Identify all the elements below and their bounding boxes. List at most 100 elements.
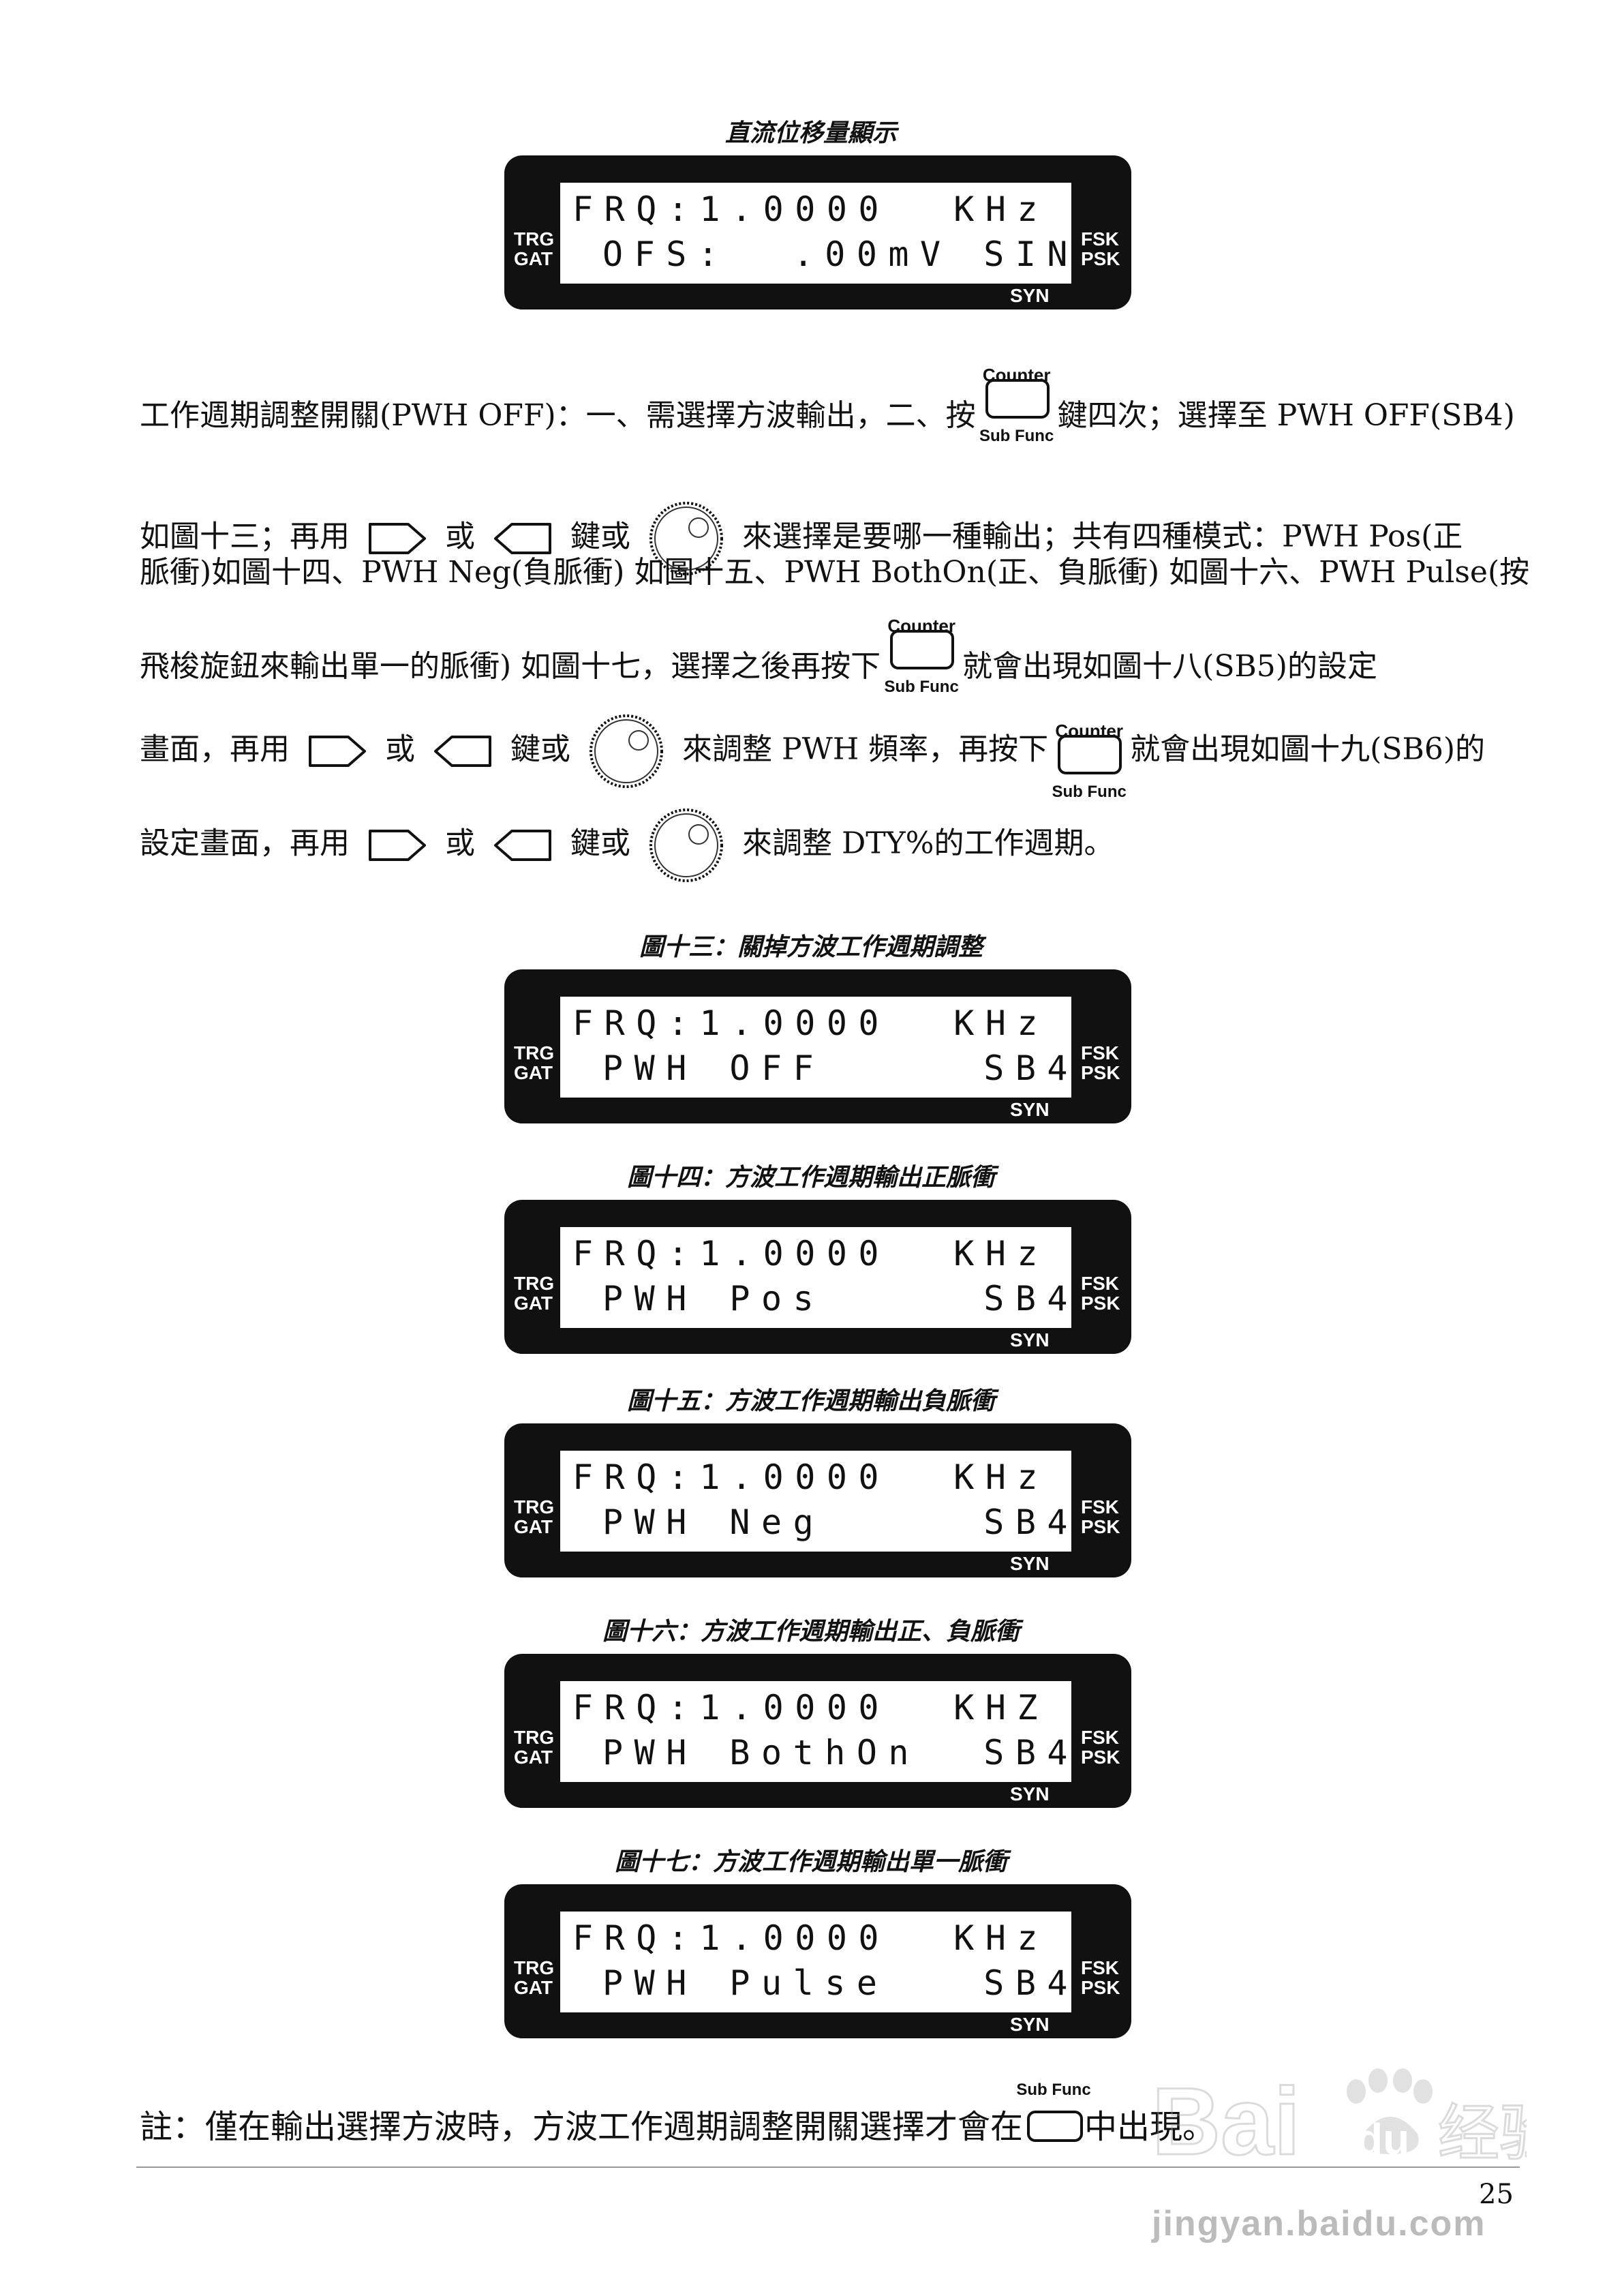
key-bottom-label: Sub Func bbox=[1052, 783, 1127, 801]
text-span: 鍵或 bbox=[570, 826, 630, 861]
baidu-watermark-logo-icon: Bai du 经验 bbox=[1151, 2067, 1527, 2176]
page-number: 25 bbox=[1479, 2179, 1514, 2210]
left-arrow-key-icon bbox=[494, 830, 551, 861]
text-span: 鍵或 bbox=[510, 731, 570, 767]
lcd-line-1: FRQ:1.0000 KHz bbox=[572, 1234, 1050, 1273]
paragraph-line-2: 如圖十三；再用 或 鍵或 來選擇是要哪一種輸出；共有四種模式：PWH Pos(正 bbox=[140, 498, 1503, 579]
left-arrow-key-icon bbox=[494, 523, 551, 554]
lcd-line-1: FRQ:1.0000 KHz bbox=[572, 190, 1050, 229]
text-span: 或 bbox=[445, 826, 475, 861]
fsk-psk-label: FSK PSK bbox=[1081, 1042, 1120, 1083]
caption-fig17: 圖十七：方波工作週期輸出單一脈衝 bbox=[614, 1848, 1007, 1876]
trg-gat-label: TRG GAT bbox=[514, 1957, 555, 1998]
right-arrow-key-icon bbox=[369, 523, 426, 554]
fsk-psk-label: FSK PSK bbox=[1081, 1273, 1120, 1314]
key-bottom-label: Sub Func bbox=[884, 678, 959, 696]
text-span: 畫面，再用 bbox=[140, 731, 290, 767]
trg-gat-label: TRG GAT bbox=[514, 1727, 555, 1768]
text-span: 設定畫面，再用 bbox=[140, 826, 350, 861]
caption-fig16: 圖十六：方波工作週期輸出正、負脈衝 bbox=[602, 1618, 1020, 1646]
text-span: 或 bbox=[445, 519, 475, 554]
syn-label: SYN bbox=[1010, 285, 1050, 306]
lcd-line-2: PWH Pos SB4 bbox=[602, 1279, 1080, 1318]
fsk-psk-label: FSK PSK bbox=[1081, 228, 1120, 269]
text-span: 鍵或 bbox=[570, 519, 630, 554]
lcd-line-1: FRQ:1.0000 KHZ bbox=[572, 1688, 1050, 1727]
lcd-display: FRQ:1.0000 KHz OFS: .00mV SIN TRG GAT FS… bbox=[504, 155, 1131, 309]
syn-label: SYN bbox=[1010, 1099, 1050, 1120]
caption-fig14: 圖十四：方波工作週期輸出正脈衝 bbox=[626, 1164, 995, 1192]
note-line: 註：僅在輸出選擇方波時，方波工作週期調整開關選擇才會在 Sub Func 中出現。 bbox=[140, 2081, 1216, 2147]
text-span: 或 bbox=[385, 731, 415, 767]
key-top-label: Counter bbox=[887, 616, 955, 636]
key-box bbox=[1027, 2111, 1084, 2142]
key-top-label: Sub Func bbox=[1016, 2081, 1091, 2099]
syn-label: SYN bbox=[1010, 2014, 1050, 2035]
key-box bbox=[985, 379, 1050, 419]
trg-gat-label: TRG GAT bbox=[514, 1273, 555, 1314]
right-arrow-key-icon bbox=[309, 736, 366, 767]
note-text: 註：僅在輸出選擇方波時，方波工作週期調整開關選擇才會在 bbox=[140, 2108, 1024, 2146]
text-span: 脈衝)如圖十四、PWH Neg(負脈衝) 如圖十五、PWH BothOn(正、負… bbox=[140, 555, 1530, 590]
lcd-line-2: PWH Pulse SB4 bbox=[602, 1963, 1080, 2003]
key-top-label: Counter bbox=[1055, 721, 1124, 741]
lcd-screen: FRQ:1.0000 KHz PWH Pos SB4 bbox=[560, 1227, 1071, 1328]
syn-label: SYN bbox=[1010, 1783, 1050, 1804]
text-span: 如圖十三；再用 bbox=[140, 519, 350, 554]
rotary-knob-icon bbox=[649, 502, 723, 575]
lcd-screen: FRQ:1.0000 KHZ PWH BothOn SB4 bbox=[560, 1681, 1071, 1782]
right-arrow-key-icon bbox=[369, 830, 426, 861]
text-span: 就會出現如圖十九(SB6)的 bbox=[1130, 731, 1485, 767]
key-top-label: Counter bbox=[982, 365, 1051, 385]
lcd-screen: FRQ:1.0000 KHz PWH Neg SB4 bbox=[560, 1451, 1071, 1552]
lcd-line-1: FRQ:1.0000 KHz bbox=[572, 1918, 1050, 1958]
key-box bbox=[890, 630, 955, 669]
note-text: 中出現。 bbox=[1084, 2108, 1216, 2146]
text-span: 來選擇是要哪一種輸出；共有四種模式：PWH Pos(正 bbox=[742, 519, 1463, 554]
lcd-screen: FRQ:1.0000 KHz PWH Pulse SB4 bbox=[560, 1912, 1071, 2012]
trg-gat-label: TRG GAT bbox=[514, 1042, 555, 1083]
lcd-line-2: PWH BothOn SB4 bbox=[602, 1733, 1080, 1772]
caption-dc-offset: 直流位移量顯示 bbox=[724, 119, 897, 147]
key-box bbox=[1058, 735, 1122, 774]
lcd-screen: FRQ:1.0000 KHz PWH OFF SB4 bbox=[560, 997, 1071, 1098]
text-span: 鍵四次；選擇至 PWH OFF(SB4) bbox=[1057, 398, 1515, 433]
lcd-line-1: FRQ:1.0000 KHz bbox=[572, 1457, 1050, 1497]
svg-text:du: du bbox=[1356, 2115, 1409, 2164]
left-arrow-key-icon bbox=[434, 736, 491, 767]
fsk-psk-label: FSK PSK bbox=[1081, 1496, 1120, 1537]
fsk-psk-label: FSK PSK bbox=[1081, 1957, 1120, 1998]
syn-label: SYN bbox=[1010, 1329, 1050, 1350]
text-span: 工作週期調整開關(PWH OFF)：一、需選擇方波輸出，二、按 bbox=[140, 398, 976, 433]
paragraph-line-3: 脈衝)如圖十四、PWH Neg(負脈衝) 如圖十五、PWH BothOn(正、負… bbox=[140, 552, 1529, 593]
fsk-psk-label: FSK PSK bbox=[1081, 1727, 1120, 1768]
trg-gat-label: TRG GAT bbox=[514, 1496, 555, 1537]
lcd-line-2: OFS: .00mV SIN bbox=[602, 235, 1080, 274]
watermark-url: jingyan.baidu.com bbox=[1152, 2204, 1486, 2244]
text-span: 來調整 PWH 頻率，再按下 bbox=[682, 731, 1049, 767]
lcd-line-2: PWH Neg SB4 bbox=[602, 1502, 1080, 1542]
lcd-line-2: PWH OFF SB4 bbox=[602, 1048, 1080, 1088]
paragraph-line-6: 設定畫面，再用 或 鍵或 來調整 DTY%的工作週期。 bbox=[140, 804, 1503, 886]
subfunc-key-icon: Sub Func bbox=[1016, 2081, 1091, 2147]
text-span: 來調整 DTY%的工作週期。 bbox=[742, 826, 1114, 861]
text-span: 飛梭旋鈕來輸出單一的脈衝) 如圖十七，選擇之後再按下 bbox=[140, 649, 881, 684]
svg-text:Bai: Bai bbox=[1152, 2068, 1300, 2175]
caption-fig15: 圖十五：方波工作週期輸出負脈衝 bbox=[626, 1387, 995, 1415]
lcd-display: FRQ:1.0000 KHz PWH OFF SB4 TRG GAT FSK P… bbox=[504, 969, 1131, 1123]
text-span: 就會出現如圖十八(SB5)的設定 bbox=[962, 649, 1377, 684]
lcd-display: FRQ:1.0000 KHz PWH Pos SB4 TRG GAT FSK P… bbox=[504, 1200, 1131, 1354]
lcd-screen: FRQ:1.0000 KHz OFS: .00mV SIN bbox=[560, 183, 1071, 284]
trg-gat-label: TRG GAT bbox=[514, 228, 555, 269]
footer-rule bbox=[136, 2166, 1520, 2168]
lcd-line-1: FRQ:1.0000 KHz bbox=[572, 1003, 1050, 1043]
svg-text:经验: 经验 bbox=[1438, 2098, 1527, 2169]
lcd-display: FRQ:1.0000 KHZ PWH BothOn SB4 TRG GAT FS… bbox=[504, 1654, 1131, 1808]
rotary-knob-icon bbox=[649, 809, 723, 882]
caption-fig13: 圖十三：關掉方波工作週期調整 bbox=[639, 933, 983, 961]
